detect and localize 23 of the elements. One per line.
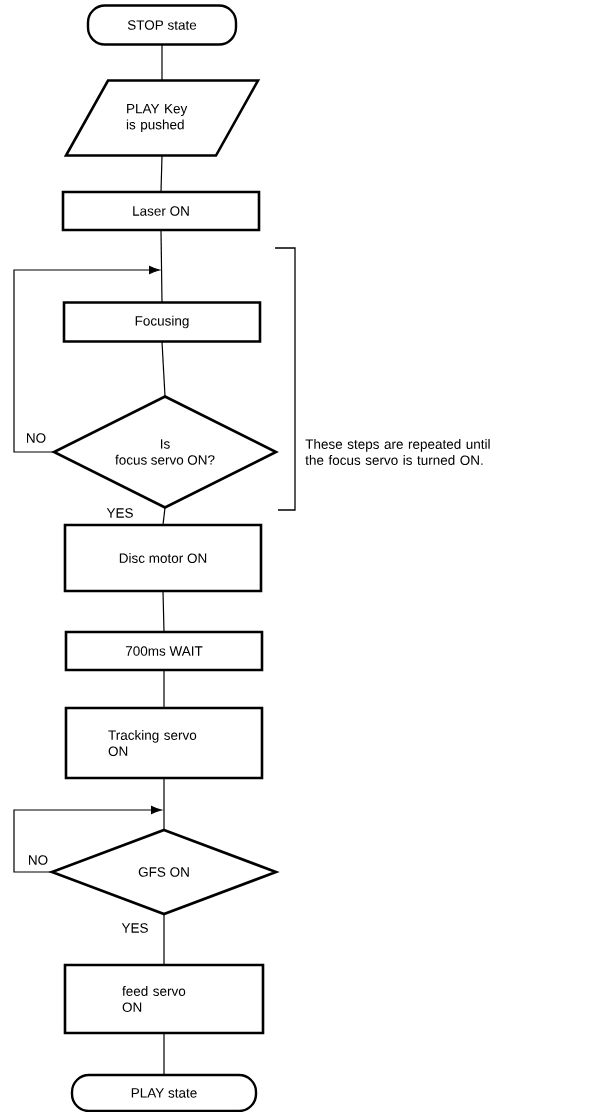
connector-line bbox=[162, 507, 166, 526]
process-box: Disc motor ON bbox=[63, 523, 263, 593]
arrow bbox=[13, 805, 162, 873]
connector-line bbox=[163, 669, 165, 709]
note-text: These steps are repeated until the focus servo is turned ON. bbox=[305, 439, 490, 465]
arrow bbox=[13, 265, 160, 453]
process-box: feed servo ON bbox=[63, 963, 265, 1035]
edge-label: YES bbox=[120, 922, 150, 934]
connector-line bbox=[160, 229, 163, 303]
connector-line bbox=[161, 341, 166, 397]
connector-line bbox=[163, 913, 165, 966]
connector-line bbox=[160, 155, 163, 193]
edge-label: NO bbox=[26, 854, 50, 866]
connector-line bbox=[163, 777, 165, 831]
process-box: Tracking servo ON bbox=[64, 706, 264, 780]
connector-line bbox=[161, 44, 163, 81]
edge-label: YES bbox=[105, 507, 135, 519]
process-box: Focusing bbox=[62, 301, 262, 343]
process-box: 700ms WAIT bbox=[64, 630, 264, 672]
process-box: Laser ON bbox=[61, 190, 261, 232]
edge-label: NO bbox=[24, 432, 48, 444]
connector-line bbox=[163, 1032, 165, 1076]
connector-line bbox=[162, 590, 165, 633]
